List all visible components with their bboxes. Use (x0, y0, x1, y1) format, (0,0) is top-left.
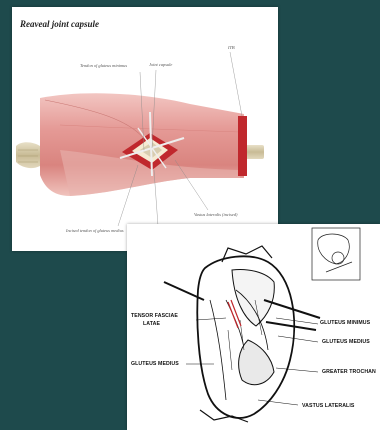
pelvis-inset (312, 228, 360, 280)
label-gluteus-minimus: GLUTEUS MINIMUS (320, 320, 370, 326)
surgical-field (164, 246, 320, 422)
label-tensor-fasciae-latae-line2: LATAE (143, 321, 160, 327)
label-vastus-lateralis-bottom: VASTUS LATERALIS (302, 403, 354, 409)
label-tensor-fasciae-latae-line1: TENSOR FASCIAE (131, 313, 178, 319)
label-gluteus-medius-right: GLUTEUS MEDIUS (322, 339, 370, 345)
label-greater-trochanter-bottom: GREATER TROCHAN (322, 369, 376, 375)
label-gluteus-medius-left: GLUTEUS MEDIUS (131, 361, 179, 367)
